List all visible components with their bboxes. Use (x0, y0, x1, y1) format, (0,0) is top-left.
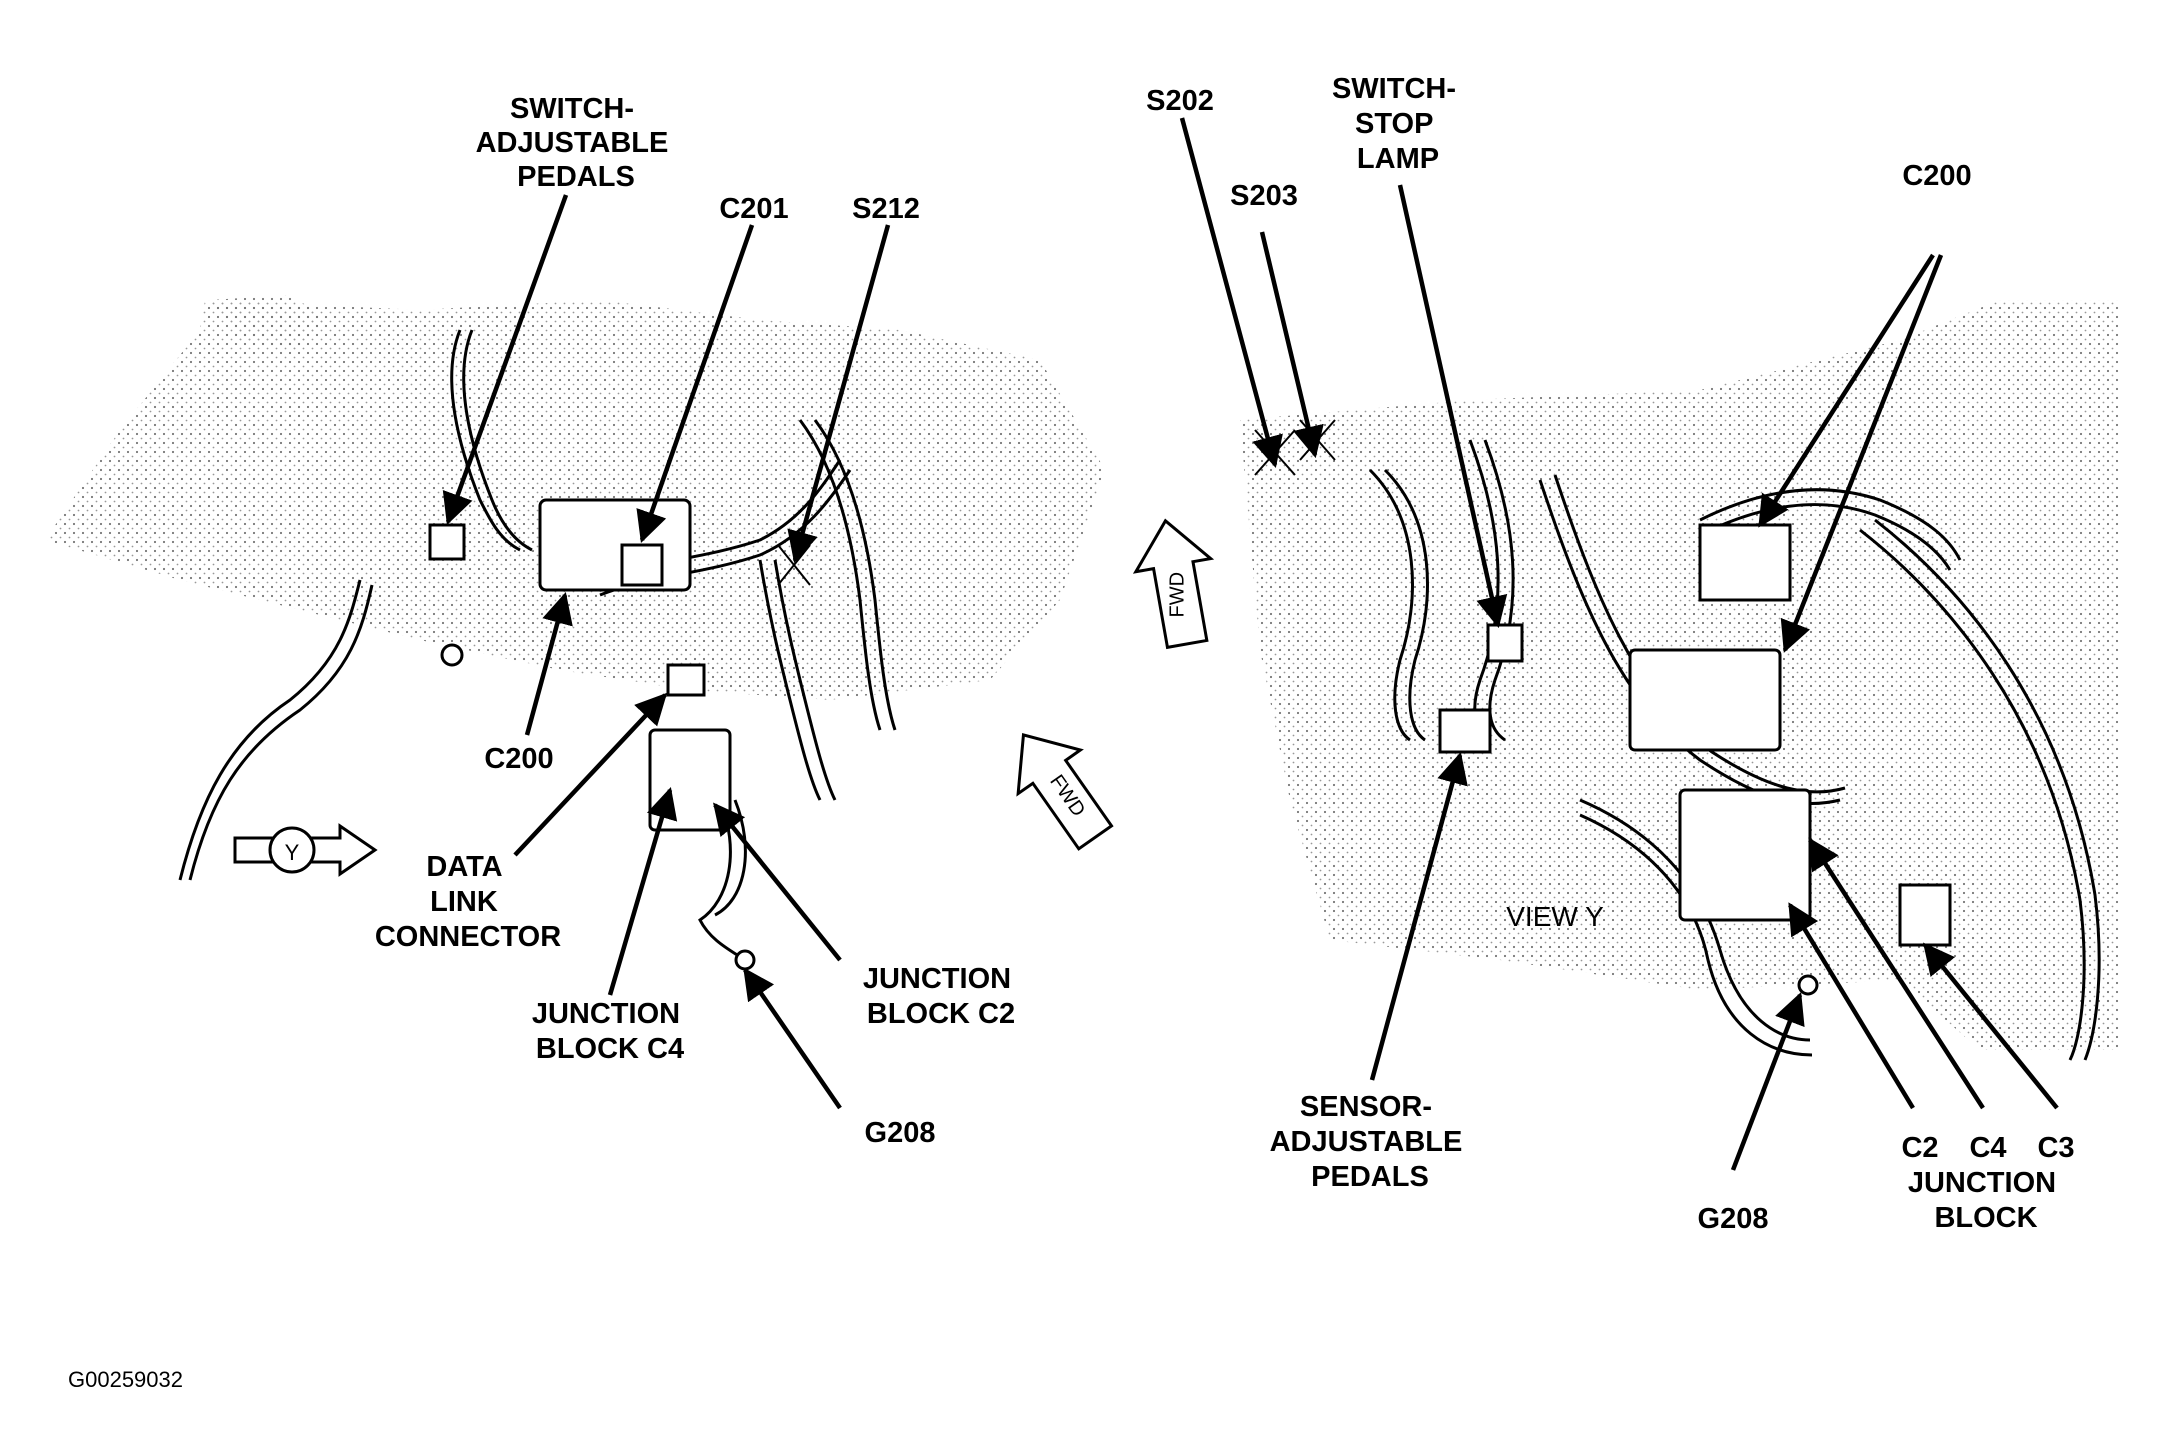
leader-data-link-connector (513, 692, 668, 857)
switch-adjustable-pedals-connector (428, 523, 466, 561)
view-y-arrow: Y (233, 823, 378, 877)
leader-sensor-adjustable-pedals (1369, 751, 1468, 1081)
leader-c200-left (524, 591, 573, 736)
leader-c201 (636, 224, 755, 543)
leader-junction-block-c4 (607, 786, 678, 996)
view-y-circle (268, 826, 316, 874)
view-y-title: VIEW Y (1506, 901, 1604, 932)
label-g208-right: G208 (1698, 1203, 1769, 1235)
leader-s212 (787, 224, 891, 564)
label-junction-block-c2: JUNCTION BLOCK C2 (863, 963, 1019, 1030)
left-harness-main (178, 579, 374, 881)
fwd-arrow-left: FWD (1016, 733, 1114, 851)
left-harness-drop (758, 559, 837, 801)
leader-c4 (1808, 837, 1985, 1110)
left-harness-upper (450, 329, 533, 552)
ground-stud-left (440, 643, 464, 667)
label-c200-left: C200 (484, 743, 553, 775)
data-link-connector (666, 663, 706, 697)
label-c200-right: C200 (1902, 160, 1971, 192)
c3-connector (1898, 883, 1952, 947)
label-junction-block-right: JUNCTION BLOCK (1908, 1167, 2064, 1234)
view-y-marker-label: Y (285, 840, 300, 865)
label-s212: S212 (852, 193, 920, 225)
right-harness-lower (1579, 798, 1813, 1057)
figure-id: G00259032 (68, 1367, 183, 1392)
c201-connector (620, 543, 664, 587)
leader-s202 (1179, 117, 1283, 469)
label-data-link-connector: DATA LINK CONNECTOR (375, 851, 561, 953)
g208-eyelet-left (734, 949, 756, 971)
leader-junction-block-c2 (713, 802, 842, 962)
right-harness-left-drop (1368, 468, 1429, 742)
label-c3: C3 (2037, 1132, 2074, 1164)
junction-block-right (1678, 788, 1812, 922)
leader-c3 (1923, 942, 2059, 1110)
label-s203: S203 (1230, 180, 1298, 212)
leader-switch-stop-lamp (1397, 184, 1508, 629)
right-harness-right (1859, 518, 2101, 1061)
leader-switch-adjustable-pedals (442, 194, 569, 525)
c200-body-left (538, 498, 692, 592)
leader-c2 (1788, 902, 1915, 1110)
right-view: FWD S202 S203 SWITCH- STOP LAMP C200 VIE… (1132, 73, 2120, 1235)
fwd-arrow-right: FWD (1132, 518, 1215, 650)
leader-g208-left (743, 967, 842, 1110)
g208-eyelet-right (1797, 974, 1819, 996)
leader-c200-right-upper (1758, 253, 1935, 528)
leader-g208-right (1730, 992, 1805, 1171)
switch-stop-lamp-connector (1486, 623, 1524, 663)
sensor-adjustable-pedals-connector (1438, 708, 1492, 754)
label-s202: S202 (1146, 85, 1214, 117)
label-c4: C4 (1969, 1132, 2006, 1164)
leader-c200-right-lower (1780, 254, 1944, 653)
label-switch-adjustable-pedals: SWITCH- ADJUSTABLE PEDALS (476, 93, 677, 193)
leader-s203 (1259, 231, 1324, 459)
label-g208-left: G208 (865, 1117, 936, 1149)
left-view: Y FWD SWITCH- ADJUSTABLE PEDALS C201 S21… (45, 93, 1114, 1149)
fwd-marker-right: FWD (1166, 572, 1188, 618)
label-c201: C201 (719, 193, 788, 225)
label-c2: C2 (1901, 1132, 1938, 1164)
label-switch-stop-lamp: SWITCH- STOP LAMP (1332, 73, 1464, 175)
c200-connector-upper (1698, 523, 1792, 602)
c200-body-right (1628, 648, 1782, 752)
right-harness-top (1699, 488, 1962, 571)
left-dash-stipple-2 (210, 295, 330, 350)
label-sensor-adjustable-pedals: SENSOR- ADJUSTABLE PEDALS (1270, 1091, 1471, 1193)
label-junction-block-c4: JUNCTION BLOCK C4 (532, 998, 688, 1065)
